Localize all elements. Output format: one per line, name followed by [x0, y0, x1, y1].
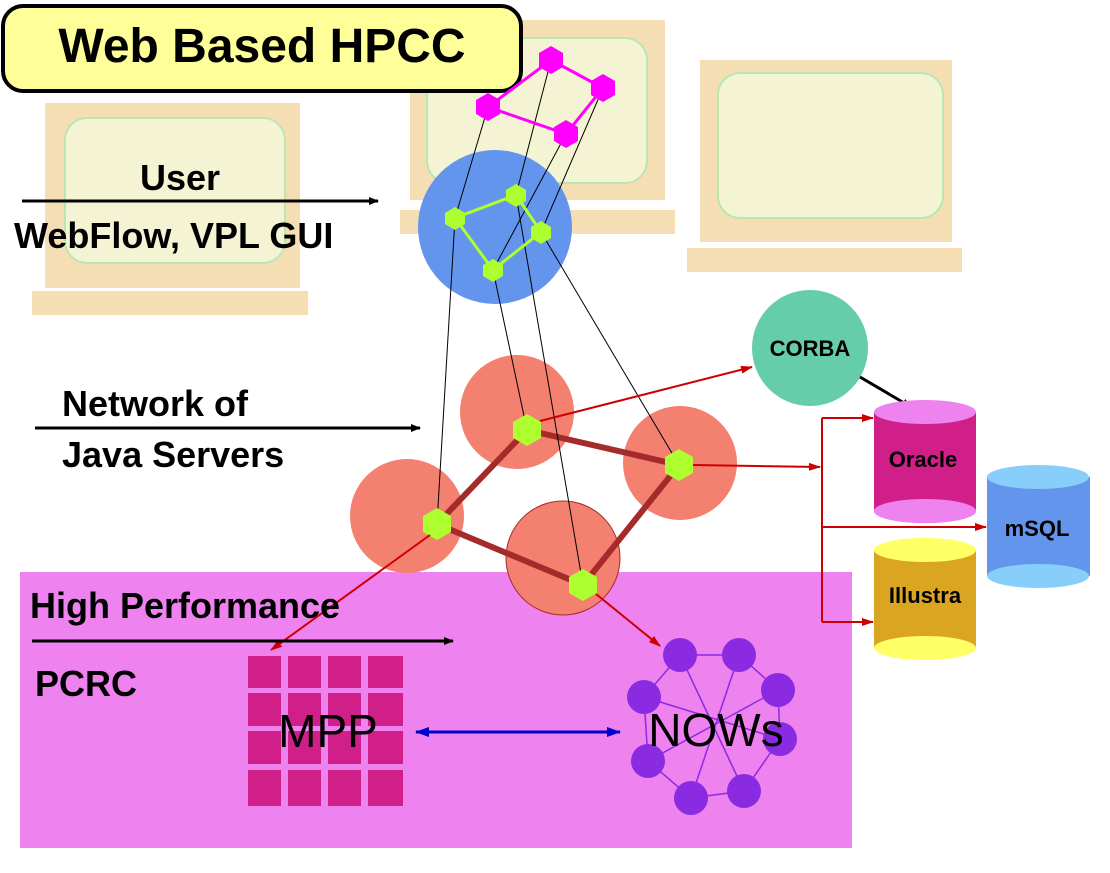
page-title: Web Based HPCC: [58, 20, 465, 73]
illustra-database: Illustra: [874, 538, 976, 660]
server-node: [569, 569, 597, 601]
network-label-line1: Network of: [62, 383, 249, 424]
monitor-left: [32, 103, 308, 315]
server-nodes: [423, 414, 693, 601]
nows-node: [674, 781, 708, 815]
nows-node: [722, 638, 756, 672]
red-arrows: [270, 365, 987, 651]
nows-node: [763, 722, 797, 756]
gui-node: [554, 120, 578, 148]
msql-label: mSQL: [1005, 516, 1070, 541]
user-node: [483, 259, 503, 282]
high-performance-label: High Performance: [30, 585, 340, 626]
mpp-label: MPP: [278, 705, 378, 757]
mapping-lines: [436, 59, 680, 586]
gui-node: [539, 46, 563, 74]
user-gui-circle: [418, 150, 572, 304]
user-label: User: [140, 157, 220, 198]
high-performance-region: [20, 572, 852, 848]
corba-label: CORBA: [770, 336, 851, 361]
server-node: [513, 414, 541, 446]
user-graph: [445, 184, 551, 282]
server-links: [434, 427, 682, 588]
nows-label: NOWs: [648, 704, 783, 756]
title-box: Web Based HPCC: [1, 4, 523, 93]
user-node: [445, 207, 465, 230]
msql-database: mSQL: [987, 465, 1090, 588]
monitor-right: [687, 60, 962, 272]
mpp-grid: [248, 656, 403, 806]
nows-node: [627, 680, 661, 714]
nows-node: [663, 638, 697, 672]
corba-node: CORBA: [752, 290, 868, 406]
nows-node: [631, 744, 665, 778]
oracle-label: Oracle: [889, 447, 958, 472]
illustra-label: Illustra: [889, 583, 962, 608]
gui-node: [591, 74, 615, 102]
nows-node: [727, 774, 761, 808]
server-node: [665, 449, 693, 481]
user-node: [506, 184, 526, 207]
server-circle-left: [350, 459, 464, 573]
server-circle-top: [460, 355, 574, 469]
user-node: [531, 221, 551, 244]
gui-node: [476, 93, 500, 121]
pcrc-label: PCRC: [35, 663, 137, 704]
webflow-label: WebFlow, VPL GUI: [14, 215, 333, 256]
nows-network: [627, 638, 797, 815]
gui-graph: [476, 46, 615, 148]
network-label-line2: Java Servers: [62, 434, 284, 475]
server-node: [423, 508, 451, 540]
oracle-database: Oracle: [874, 400, 976, 523]
nows-node: [761, 673, 795, 707]
